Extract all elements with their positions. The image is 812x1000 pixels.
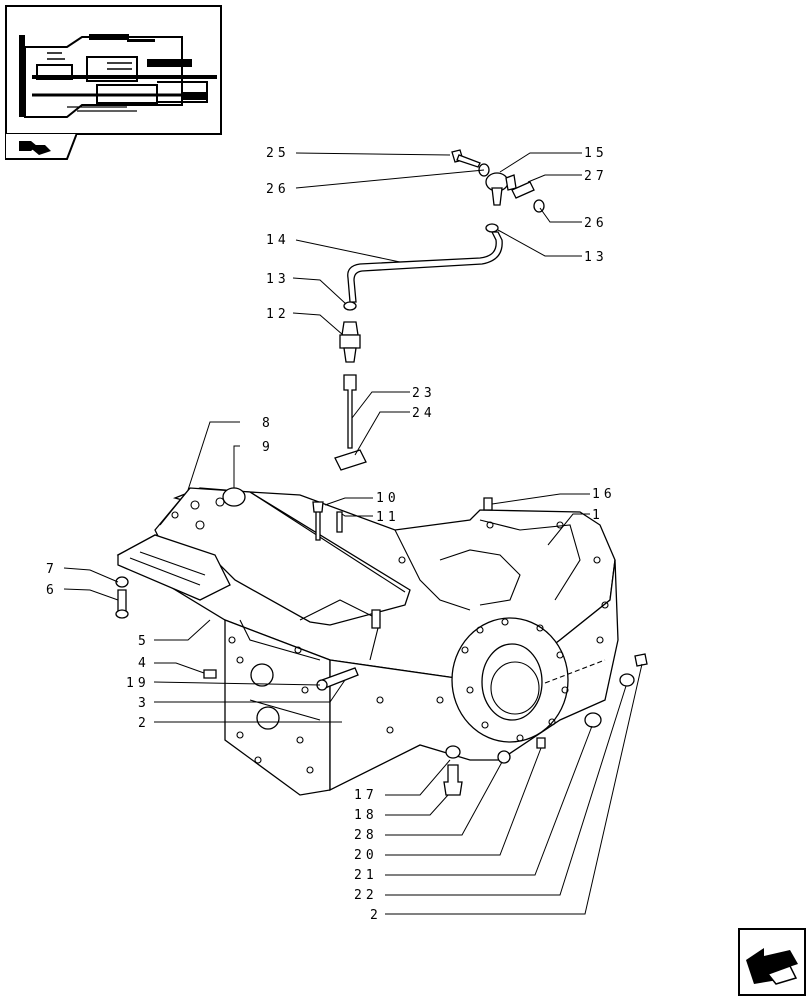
callout-1: 1 <box>592 508 600 523</box>
callout-22: 22 <box>354 888 378 903</box>
transmission-casing <box>116 487 619 796</box>
book-arrow-icon <box>19 141 51 155</box>
callout-6: 6 <box>46 583 54 598</box>
callout-10: 10 <box>376 491 400 506</box>
callout-26-left: 26 <box>266 182 290 197</box>
callout-27: 27 <box>584 169 608 184</box>
callout-2-left: 2 <box>138 716 146 731</box>
callout-9: 9 <box>262 440 270 455</box>
callout-20: 20 <box>354 848 378 863</box>
callout-25-top: 25 <box>266 146 290 161</box>
callout-5: 5 <box>138 634 146 649</box>
callout-15: 15 <box>584 146 608 161</box>
next-page-arrow-icon <box>746 948 798 985</box>
assembly-thumbnail <box>5 5 222 135</box>
callout-11: 11 <box>376 510 400 525</box>
leader-lines <box>63 152 643 915</box>
lubrication-pipe-parts <box>115 149 648 796</box>
callout-labels: 25 26 15 27 26 14 13 13 12 23 24 8 9 10 … <box>46 146 616 923</box>
transmission-section-thumbnail <box>19 34 217 118</box>
callout-17: 17 <box>354 788 378 803</box>
callout-23: 23 <box>412 386 436 401</box>
callout-4: 4 <box>138 656 146 671</box>
callout-13-left: 13 <box>266 272 290 287</box>
callout-2-bottom: 2 <box>370 908 378 923</box>
callout-16: 16 <box>592 487 616 502</box>
callout-26-right: 26 <box>584 216 608 231</box>
callout-8: 8 <box>262 416 270 431</box>
callout-18: 18 <box>354 808 378 823</box>
callout-24: 24 <box>412 406 436 421</box>
callout-14: 14 <box>266 233 290 248</box>
callout-28: 28 <box>354 828 378 843</box>
callout-19: 19 <box>126 676 150 691</box>
next-page-button[interactable] <box>738 928 806 996</box>
callout-13-right: 13 <box>584 250 608 265</box>
callout-3: 3 <box>138 696 146 711</box>
callout-21: 21 <box>354 868 378 883</box>
callout-7: 7 <box>46 562 54 577</box>
thumbnail-tab <box>4 132 79 161</box>
callout-12: 12 <box>266 307 290 322</box>
